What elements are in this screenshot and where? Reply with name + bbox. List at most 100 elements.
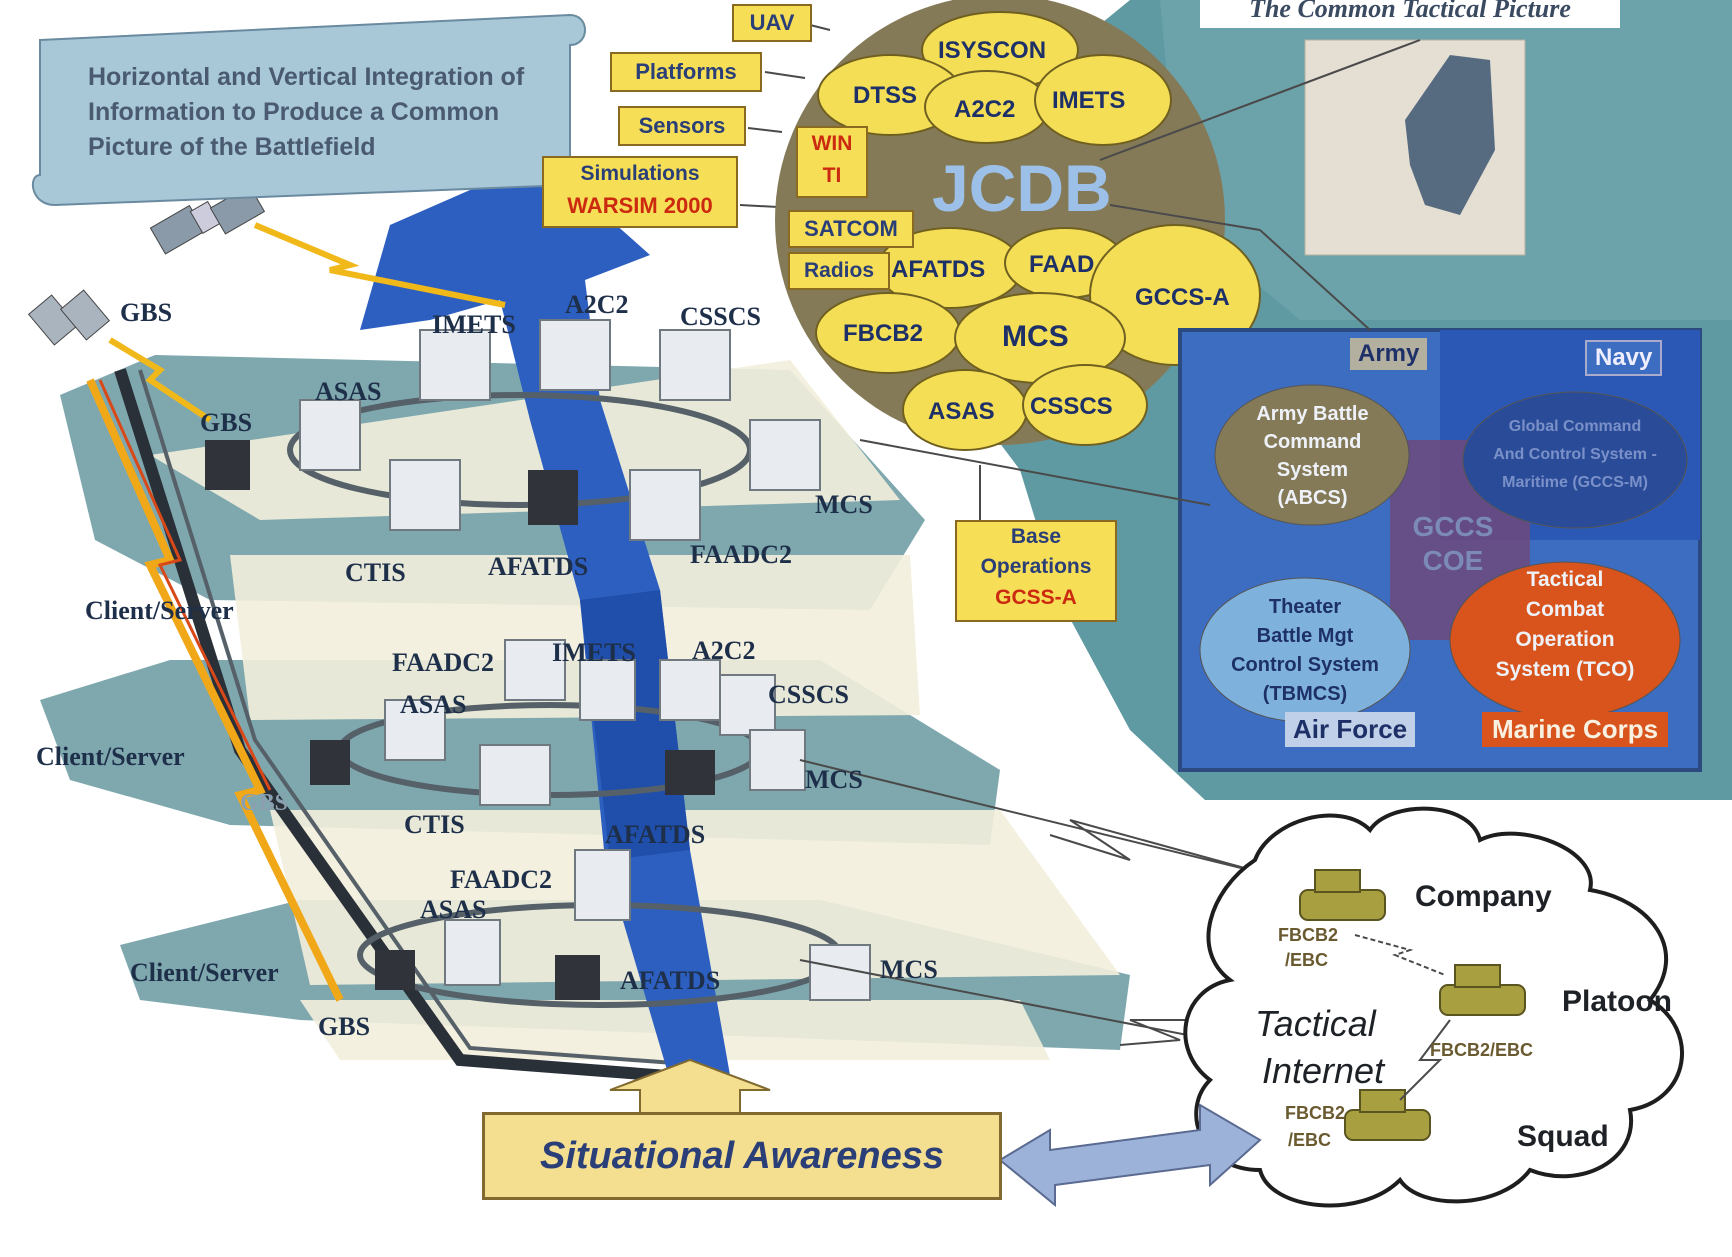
jcdb-mcs: MCS xyxy=(1002,320,1069,353)
abcs-line-3: System xyxy=(1276,459,1349,481)
win-label: WIN xyxy=(811,132,853,155)
l2-a2c2: A2C2 xyxy=(692,636,756,665)
fbcb2-ebc-b: FBCB2/EBC xyxy=(1430,1040,1534,1060)
army-label: Army xyxy=(1350,338,1428,370)
tactical-label: Tactical xyxy=(1255,1003,1376,1044)
tco-line-3: Operation xyxy=(1515,628,1615,651)
abcs-line-4: (ABCS) xyxy=(1277,487,1348,509)
tco-line-2: Combat xyxy=(1525,598,1605,621)
l1-csscs: CSSCS xyxy=(680,302,761,331)
uav-box: UAV xyxy=(732,4,812,42)
satcom-box: SATCOM xyxy=(788,210,914,248)
jcdb-title: JCDB xyxy=(932,151,1112,225)
air-force-label: Air Force xyxy=(1285,712,1416,747)
banner-text: Horizontal and Vertical Integration of I… xyxy=(88,63,525,161)
jcdb-faad: FAAD xyxy=(1029,251,1095,278)
tco-text: Tactical Combat Operation System (TCO) xyxy=(1465,565,1665,685)
l2-client-server: Client/Server xyxy=(85,596,234,625)
l3-client-server: Client/Server xyxy=(130,958,279,987)
gccs-line-2: COE xyxy=(1422,545,1484,576)
jcdb-imets: IMETS xyxy=(1052,87,1126,114)
fbcb2-ebc-c2: /EBC xyxy=(1288,1130,1332,1150)
satellite-link-bolt xyxy=(253,222,506,308)
jcdb-csscs: CSSCS xyxy=(1030,393,1113,420)
tco-line-1: Tactical xyxy=(1526,568,1604,591)
l3-gbs: GBS xyxy=(318,1012,371,1041)
ctp-caption: The Common Tactical Picture xyxy=(1200,0,1620,28)
gccs-coe-text: GCCS COE xyxy=(1398,510,1508,578)
l1-gbs: GBS xyxy=(200,408,253,437)
gbs-satellite-icon xyxy=(27,289,111,346)
radios-box: Radios xyxy=(788,252,890,290)
l2-mcs: MCS xyxy=(805,765,863,794)
ctp-map-terrain xyxy=(1405,55,1495,215)
internet-label: Internet xyxy=(1262,1050,1385,1091)
base-label: Base xyxy=(1010,525,1062,548)
platoon-label: Platoon xyxy=(1562,985,1672,1018)
l2-ctis: CTIS xyxy=(404,810,465,839)
situational-awareness-box: Situational Awareness xyxy=(482,1112,1002,1200)
workstations xyxy=(299,319,871,1001)
abcs-text: Army Battle Command System (ABCS) xyxy=(1230,400,1395,512)
layer-edge-inner xyxy=(138,369,716,1068)
dark-terminals xyxy=(205,440,715,1000)
navy-label: Navy xyxy=(1585,340,1663,376)
abcs-ellipse xyxy=(1214,384,1410,526)
tco-line-4: System (TCO) xyxy=(1495,658,1635,681)
win-ti-box: WIN TI xyxy=(796,126,868,198)
abcs-line-1: Army Battle xyxy=(1256,403,1369,425)
fbcb2-link-2 xyxy=(1399,1019,1451,1101)
l3-asas: ASAS xyxy=(420,895,487,924)
warsim-label: WARSIM 2000 xyxy=(567,193,713,218)
l1-afatds: AFATDS xyxy=(488,552,589,581)
gcss-label: GCSS-A xyxy=(995,586,1077,609)
pointer-lines xyxy=(799,39,1421,1051)
tank-icons xyxy=(1299,869,1526,1141)
fbcb2-ebc-a1: FBCB2 xyxy=(1278,925,1339,945)
l1-imets: IMETS xyxy=(432,310,516,339)
l1-mcs: MCS xyxy=(815,490,873,519)
sa-up-arrow xyxy=(609,1058,771,1116)
tbmcs-line-3: Control System xyxy=(1231,654,1379,676)
l1-ctis: CTIS xyxy=(345,558,406,587)
jcdb-gccs-a: GCCS-A xyxy=(1135,284,1230,311)
tbmcs-text: Theater Battle Mgt Control System (TBMCS… xyxy=(1210,593,1400,709)
platforms-box: Platforms xyxy=(610,52,762,92)
l3-afatds: AFATDS xyxy=(620,966,721,995)
base-operations-box: Base Operations GCSS-A xyxy=(955,520,1117,622)
tbmcs-line-1: Theater xyxy=(1268,596,1342,618)
marine-corps-label: Marine Corps xyxy=(1482,712,1669,747)
l2-faadc2: FAADC2 xyxy=(392,648,495,677)
ti-label: TI xyxy=(822,164,842,187)
sensors-box: Sensors xyxy=(618,106,746,146)
downlink-bolt-1 xyxy=(86,378,344,1002)
gccsm-line-3: Maritime (GCCS-M) xyxy=(1502,474,1648,491)
tbmcs-line-2: Battle Mgt xyxy=(1256,625,1354,647)
gccsm-text: Global Command And Control System - Mari… xyxy=(1465,413,1685,497)
l1-faadc2: FAADC2 xyxy=(690,540,793,569)
fbcb2-link-1 xyxy=(1354,934,1446,976)
l1-a2c2: A2C2 xyxy=(565,290,629,319)
jcdb-a2c2: A2C2 xyxy=(954,96,1016,123)
company-label: Company xyxy=(1415,880,1552,913)
jcdb-fbcb2: FBCB2 xyxy=(843,320,924,347)
fbcb2-ebc-c1: FBCB2 xyxy=(1285,1103,1346,1123)
gccsm-line-1: Global Command xyxy=(1508,418,1642,435)
abcs-line-2: Command xyxy=(1263,431,1362,453)
l1-asas: ASAS xyxy=(315,377,382,406)
jcdb-asas: ASAS xyxy=(928,398,995,425)
downlink-bolt-2 xyxy=(98,379,272,791)
gccsm-ellipse xyxy=(1462,391,1688,529)
gbs-link-bolt xyxy=(108,337,212,423)
situational-awareness-double-arrow xyxy=(998,1103,1262,1208)
jcdb-system-ellipses xyxy=(815,11,1261,451)
gccsm-line-2: And Control System - xyxy=(1493,446,1657,463)
jcdb-dtss: DTSS xyxy=(853,82,918,109)
squad-label: Squad xyxy=(1517,1120,1609,1153)
gccs-line-1: GCCS xyxy=(1412,511,1494,542)
jcdb-afatds: AFATDS xyxy=(891,256,986,283)
l2-client-server-2: Client/Server xyxy=(36,742,185,771)
link-zigzag-1 xyxy=(1049,819,1271,876)
l2-gbs: GBS xyxy=(240,790,289,816)
